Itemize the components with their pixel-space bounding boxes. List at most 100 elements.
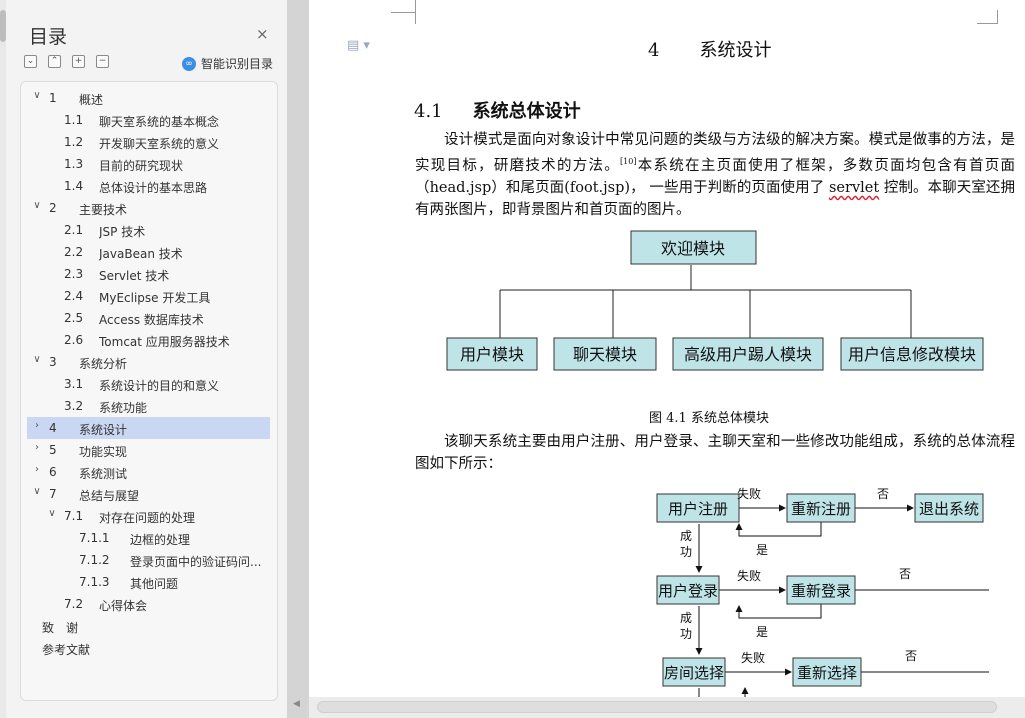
toc-item-number: 4 (49, 421, 57, 435)
toc-scroll-thumb[interactable] (0, 10, 6, 42)
flow-node-label: 重新注册 (791, 500, 851, 518)
remove-level-icon[interactable]: − (96, 55, 109, 68)
toc-item-label: MyEclipse 开发工具 (99, 291, 211, 305)
toc-item-number: 7 (49, 487, 57, 501)
flow-yes-label: 是 (756, 625, 768, 639)
flow-node (792, 657, 862, 687)
toc-item-label: 系统设计的目的和意义 (99, 379, 220, 393)
page-menu-icon[interactable]: ▤ ▾ (347, 38, 370, 53)
horizontal-scroll-thumb[interactable] (317, 701, 997, 713)
smart-toc-button[interactable]: ∞ 智能识别目录 (182, 55, 273, 72)
toc-item-label: JSP 技术 (99, 225, 146, 239)
toc-item-number: 2.4 (64, 289, 84, 303)
horizontal-scrollbar[interactable]: ◀ (293, 697, 1025, 718)
flow-node (786, 493, 856, 523)
diagram-node (553, 337, 657, 371)
chevron-down-icon[interactable]: ∨ (33, 90, 41, 101)
chevron-down-icon[interactable]: ∨ (33, 354, 41, 365)
smart-toc-icon: ∞ (182, 56, 196, 71)
margin-mark (997, 10, 1025, 24)
citation-ref[interactable]: [10] (620, 157, 637, 166)
system-module-diagram: 欢迎模块 用户模块 聊天模块 高级用户踢人模块 用户信息修改模块 (446, 230, 984, 371)
toc-item-label: 系统功能 (99, 401, 148, 415)
toc-item-number: 1.4 (64, 179, 84, 193)
margin-mark (977, 23, 997, 24)
flow-node (656, 493, 740, 523)
toc-item-label: 系统测试 (79, 467, 128, 481)
add-level-icon[interactable]: + (72, 55, 85, 68)
chevron-down-icon[interactable]: ∨ (48, 508, 56, 519)
toc-item-label: 其他问题 (130, 577, 179, 591)
margin-mark (391, 12, 415, 24)
para1-text-a: 设计模式是面向对象设计中常见问题的类级与方法级的解决方案。模式是做事的方法，是实… (415, 132, 1015, 174)
toc-item[interactable]: 参考文献 (27, 637, 270, 659)
toc-item-number: 1 (49, 91, 57, 105)
flow-no-label: 否 (905, 649, 917, 663)
chevron-right-icon[interactable]: › (35, 420, 39, 431)
toc-item-number: 3 (49, 355, 57, 369)
chevron-right-icon[interactable]: › (35, 442, 39, 453)
chevron-down-icon[interactable]: ∨ (33, 486, 41, 497)
toc-item-label: Servlet 技术 (99, 269, 170, 283)
toc-item-number: 7.1.1 (79, 531, 110, 545)
toc-item-number: 2.3 (64, 267, 84, 281)
system-flowchart: 用户注册 重新注册 退出系统 用户登录 重新登录 房间选择 重新选择 失败 失败… (656, 486, 989, 697)
toc-item-number: 7.2 (64, 597, 84, 611)
flow-node-label: 退出系统 (919, 500, 979, 518)
chevron-down-icon[interactable]: ∨ (33, 200, 41, 211)
toc-item-number: 参考文献 (42, 643, 91, 657)
chapter-heading: 系统设计 (699, 40, 772, 61)
flow-fail-label: 失败 (741, 650, 765, 665)
expand-up-icon[interactable]: ⌃ (48, 55, 61, 68)
pane-splitter[interactable] (287, 0, 309, 718)
diagram-node-label: 聊天模块 (573, 345, 637, 364)
toc-item-label: Tomcat 应用服务器技术 (99, 335, 230, 349)
flow-node (786, 575, 856, 605)
toc-item[interactable]: 致 谢 (27, 615, 270, 637)
spellcheck-word[interactable]: servlet (828, 179, 880, 196)
section-heading: 系统总体设计 (472, 101, 581, 122)
toc-item-number: 1.1 (64, 113, 84, 127)
toc-scrollbar[interactable] (0, 0, 6, 718)
scroll-left-icon[interactable]: ◀ (293, 699, 300, 709)
flow-node-label: 用户注册 (668, 500, 728, 518)
toc-item[interactable]: 2.4 MyEclipse 开发工具 (27, 285, 270, 307)
toc-item-number: 1.2 (64, 135, 84, 149)
toc-item-label: 总体设计的基本思路 (99, 181, 208, 195)
paragraph-2: 该聊天系统主要由用户注册、用户登录、主聊天室和一些修改功能组成，系统的总体流程图… (415, 434, 1015, 472)
toc-item[interactable]: 2.3 Servlet 技术 (27, 263, 270, 285)
toc-title: 目录 (29, 26, 68, 48)
chevron-right-icon[interactable]: › (35, 464, 39, 475)
toc-item-label: 登录页面中的验证码问... (130, 555, 262, 569)
collapse-all-icon[interactable]: ⌄ (24, 55, 37, 68)
flow-node (656, 575, 720, 605)
toc-item[interactable]: 1.4 总体设计的基本思路 (27, 175, 270, 197)
diagram-node-root (630, 230, 757, 265)
close-icon[interactable]: × (256, 25, 269, 43)
